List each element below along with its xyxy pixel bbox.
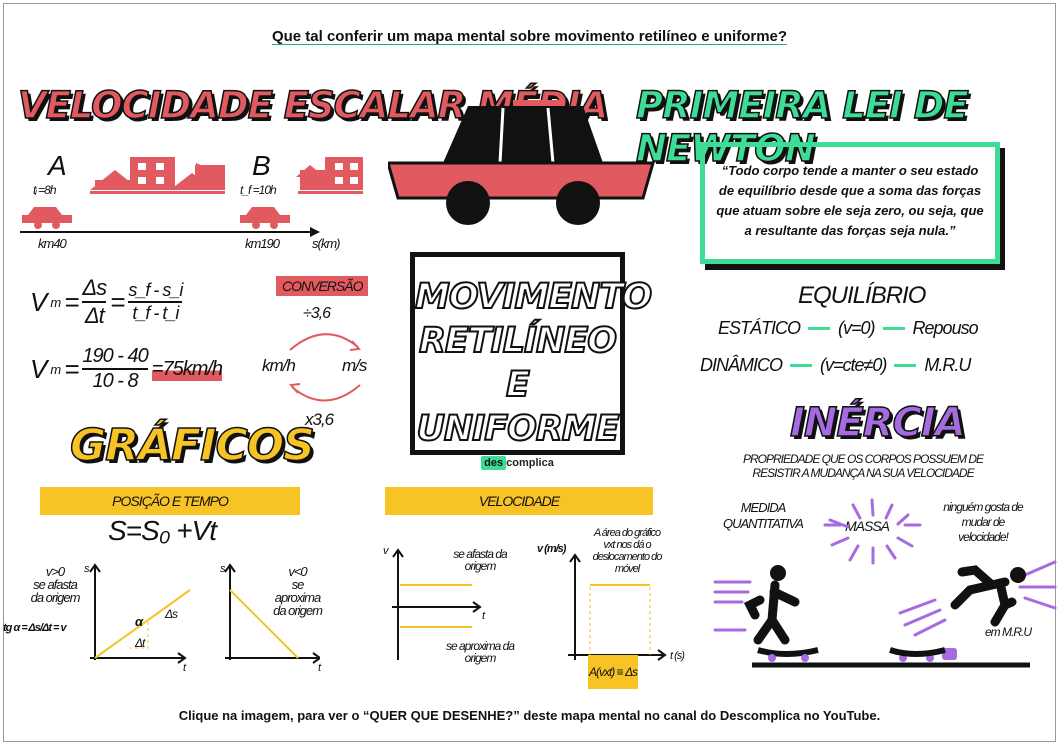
- velocity-graphs: [392, 548, 667, 661]
- position-graphs: [89, 563, 320, 664]
- area-note: A área do gráfico vxt nos dá o deslocame…: [592, 527, 663, 575]
- time-initial: tᵢ =8h: [33, 183, 57, 197]
- medida-quantitativa: MEDIDA QUANTITATIVA: [723, 500, 804, 531]
- massa-label: MASSA: [845, 518, 890, 534]
- axis-s-2: s: [220, 563, 225, 575]
- car-illustration: [388, 100, 655, 225]
- inercia-illustration: [713, 498, 1057, 668]
- conversao-div: ÷3,6: [303, 305, 331, 322]
- axis-ts: t (s): [670, 650, 685, 662]
- conversao-mul: x3,6: [305, 410, 334, 429]
- axis-t-1: t: [183, 662, 186, 674]
- equilibrio-heading: EQUILÍBRIO: [798, 282, 926, 309]
- posicao-formula: S=S₀ +Vt: [108, 515, 217, 546]
- axis-s-1: s: [84, 563, 89, 575]
- conversao-from: km/h: [262, 356, 296, 375]
- delta-t-label: Δt: [135, 636, 145, 650]
- newton-quote: “Todo corpo tende a manter o seu estado …: [700, 142, 1000, 264]
- massa-burst-icon: [713, 498, 1057, 637]
- header-link[interactable]: Que tal conferir um mapa mental sobre mo…: [271, 28, 788, 45]
- tg-formula: tg α = Δs/Δt = v: [3, 622, 67, 634]
- delta-s-label: Δs: [165, 607, 178, 621]
- axis-t-2: t: [318, 662, 321, 674]
- conversao-tag: CONVERSÃO: [276, 276, 369, 296]
- km-a: km40: [38, 236, 67, 251]
- graficos-title: GRÁFICOS: [69, 419, 315, 472]
- em-mru-label: em M.R.U: [985, 625, 1032, 639]
- posicao-tempo-bar: POSIÇÃO E TEMPO: [40, 487, 300, 515]
- increasing-line: [94, 589, 191, 659]
- time-final: t_f =10h: [240, 183, 277, 197]
- car-a-icon: [22, 207, 72, 229]
- afasta-label: se afasta da origem: [453, 547, 507, 573]
- newton-title: PRIMEIRA LEI DE NEWTON: [635, 83, 969, 171]
- axis-t-3: t: [482, 610, 485, 622]
- equilibrio-row-dinamico: DINÂMICO(v=cte≠0)M.R.U: [700, 355, 971, 375]
- point-a: A: [48, 150, 67, 181]
- skater-icon: [743, 565, 800, 645]
- inercia-title: INÉRCIA: [789, 399, 966, 447]
- axis-v: v: [383, 545, 388, 557]
- falling-person-icon: [950, 565, 1026, 627]
- area-equation: A(vxt) ≡ Δs: [588, 655, 638, 689]
- page-frame: [3, 3, 1056, 742]
- axis-vms: v (m/s): [537, 543, 566, 555]
- houses-icon: [90, 157, 363, 190]
- inercia-definition: PROPRIEDADE QUE OS CORPOS POSSUEM DE RES…: [742, 452, 984, 480]
- point-b: B: [252, 150, 271, 181]
- conversion-arrows-icon: [288, 333, 362, 402]
- equilibrio-row-estatico: ESTÁTICO(v=0)Repouso: [718, 318, 979, 338]
- alpha-label: α: [135, 614, 143, 629]
- decreasing-line: [229, 589, 299, 659]
- car-b-icon: [240, 207, 290, 229]
- aproxima-label: se aproxima da origem: [445, 639, 515, 665]
- footer-link[interactable]: Clique na imagem, para ver o “QUER QUE D…: [178, 708, 881, 723]
- velocidade-bar: VELOCIDADE: [385, 487, 653, 515]
- km-b: km190: [245, 236, 280, 251]
- ninguem-note: ninguém gosta de mudar de velocidade!: [943, 500, 1023, 544]
- conversao-to: m/s: [342, 356, 367, 375]
- axis-s: s(km): [312, 236, 340, 251]
- trajectory-illustration: [20, 157, 363, 237]
